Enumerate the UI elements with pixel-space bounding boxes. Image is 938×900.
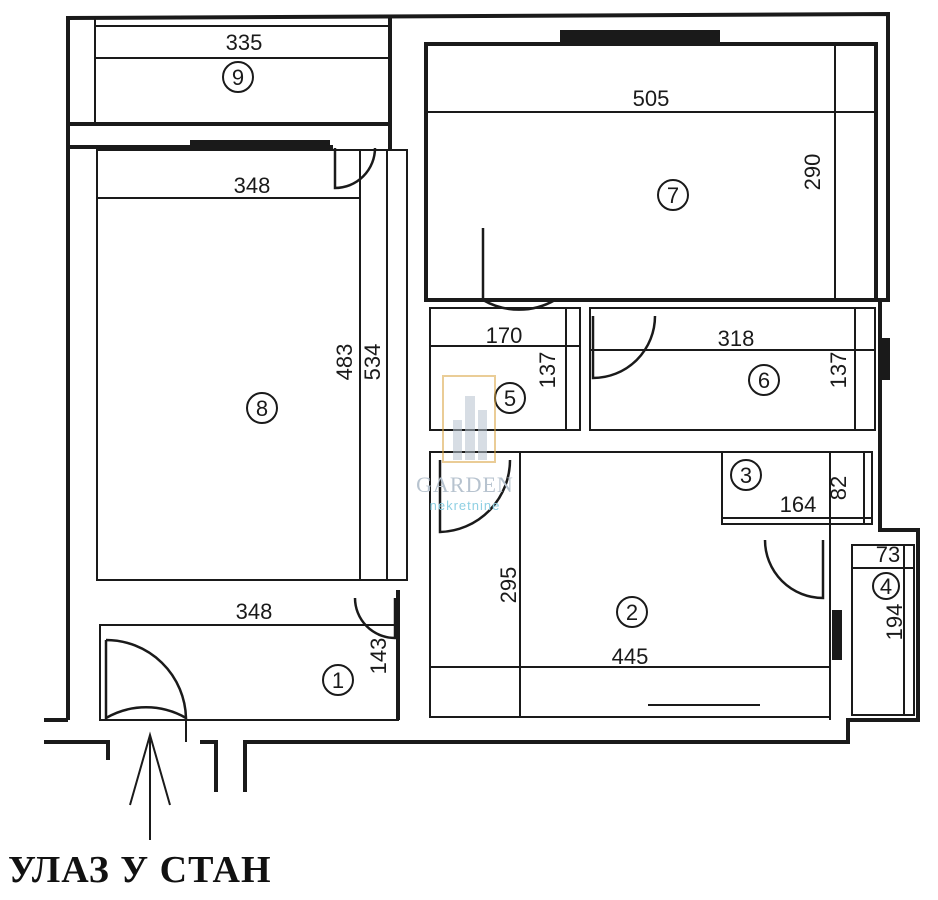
dim-room-3-width: 164 — [780, 492, 817, 517]
dim-room-9-width: 335 — [226, 30, 263, 55]
room-4-marker: 4 — [872, 572, 900, 600]
room-2-marker: 2 — [616, 596, 648, 628]
room-5-number: 5 — [504, 386, 516, 411]
entrance-door — [104, 638, 188, 721]
door-room-6 — [591, 315, 657, 380]
dim-room-5-width: 170 — [486, 323, 523, 348]
room-8-number: 8 — [256, 396, 268, 421]
watermark-logo-icon — [442, 375, 496, 463]
room-9-marker: 9 — [222, 61, 254, 93]
door-room-8 — [333, 147, 377, 190]
dim-room-4-width: 73 — [876, 542, 900, 567]
dim-room-1-width: 348 — [236, 599, 273, 624]
dim-room-4-height: 194 — [882, 604, 907, 641]
room-9-number: 9 — [232, 65, 244, 90]
dim-room-8-height: 483 — [332, 344, 357, 381]
entrance-caption: УЛАЗ У СТАН — [8, 849, 272, 891]
room-6-marker: 6 — [748, 364, 780, 396]
watermark: GARDEN nekretnine — [400, 372, 530, 517]
room-3-marker: 3 — [730, 459, 762, 491]
entrance-arrow-icon — [129, 731, 171, 840]
door-room-3 — [763, 539, 825, 600]
room-markers: 9 7 8 5 6 3 4 2 — [222, 61, 900, 696]
room-7-marker: 7 — [657, 179, 689, 211]
dim-room-8-height-total: 534 — [360, 344, 385, 381]
room-8-marker: 8 — [246, 392, 278, 424]
dim-room-3-height: 82 — [826, 476, 851, 500]
door-room-7 — [481, 228, 556, 311]
window-room-6 — [880, 338, 890, 380]
room-2-number: 2 — [626, 600, 638, 625]
room-1-number: 1 — [332, 668, 344, 693]
room-1-marker: 1 — [322, 664, 354, 696]
door-room-1 — [353, 597, 397, 640]
dim-room-7-height: 290 — [800, 154, 825, 191]
dim-room-2-height: 295 — [496, 567, 521, 604]
room-6-number: 6 — [758, 368, 770, 393]
windows — [190, 30, 890, 660]
window-room-2 — [832, 610, 842, 660]
dim-room-8-width: 348 — [234, 173, 271, 198]
doors — [104, 147, 825, 742]
dim-room-7-width: 505 — [633, 86, 670, 111]
dim-room-6-height: 137 — [826, 352, 851, 389]
dim-room-5-height: 137 — [535, 352, 560, 389]
room-4-number: 4 — [880, 574, 892, 599]
room-7-number: 7 — [667, 183, 679, 208]
watermark-sub: nekretnine — [429, 498, 501, 513]
window-room-8 — [190, 140, 330, 150]
dimension-labels: 335 505 290 348 483 534 170 137 318 137 … — [226, 30, 907, 674]
window-room-7 — [560, 30, 720, 44]
dim-room-6-width: 318 — [718, 326, 755, 351]
door-room-5 — [438, 459, 512, 534]
watermark-brand: GARDEN — [416, 472, 514, 497]
dim-room-1-height: 143 — [366, 638, 391, 675]
room-3-number: 3 — [740, 463, 752, 488]
dim-room-2-width: 445 — [612, 644, 649, 669]
